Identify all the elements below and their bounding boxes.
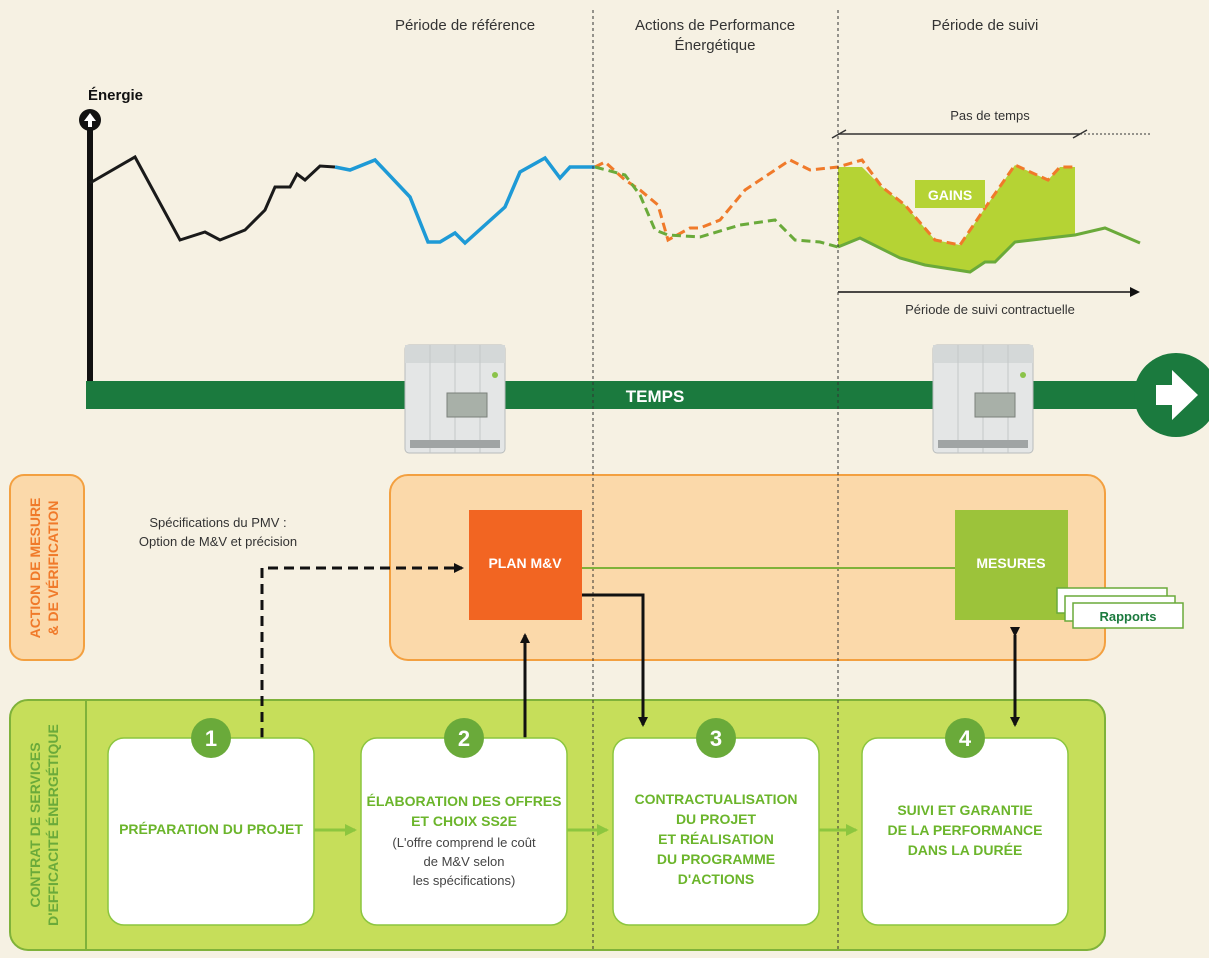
electricity-meter-icon xyxy=(932,344,1034,454)
step-2-note-line2: de M&V selon xyxy=(424,854,505,869)
step-3-number: 3 xyxy=(710,726,722,751)
step-4-title-line1: SUIVI ET GARANTIE xyxy=(897,802,1032,818)
step-3-title-line4: DU PROGRAMME xyxy=(657,851,775,867)
step-3-title-line2: DU PROJET xyxy=(676,811,757,827)
step-3-title-line3: ET RÉALISATION xyxy=(658,831,774,847)
pmv-spec-connector xyxy=(260,563,464,738)
gains-label: GAINS xyxy=(928,187,972,203)
pmv-spec-line2: Option de M&V et précision xyxy=(139,534,297,549)
step-2-title-line2: ET CHOIX SS2E xyxy=(411,813,517,829)
step-4-title-line2: DE LA PERFORMANCE xyxy=(887,822,1042,838)
mv-side-label-line2: & DE VÉRIFICATION xyxy=(45,500,61,635)
step-1-number-badge xyxy=(191,718,231,758)
step-1-title: PRÉPARATION DU PROJET xyxy=(119,821,303,837)
step-2-note-line1: (L'offre comprend le coût xyxy=(392,835,536,850)
step-3-number-badge xyxy=(696,718,736,758)
electricity-meter-icon xyxy=(404,344,506,454)
step-2-box xyxy=(360,737,568,926)
reports-label: Rapports xyxy=(1099,609,1156,624)
plan-to-step3-arrow xyxy=(582,593,648,727)
step-4-title-line3: DANS LA DURÉE xyxy=(908,842,1023,858)
step-4-number: 4 xyxy=(959,726,972,751)
actions-curve-green xyxy=(594,165,839,249)
step-3-title-line5: D'ACTIONS xyxy=(678,871,754,887)
gains-area xyxy=(838,165,1075,272)
step-2-number: 2 xyxy=(458,726,470,751)
actual-curve-green xyxy=(837,226,1141,274)
plan-mv-box xyxy=(469,510,582,620)
time-step-tick-left xyxy=(831,129,847,139)
reference-curve-blue xyxy=(334,155,595,246)
phase-actions-label-line1: Actions de Performance xyxy=(635,17,795,34)
step-2-note-line3: les spécifications) xyxy=(413,873,516,888)
baseline-curve-orange xyxy=(594,158,1075,247)
time-axis-label: TEMPS xyxy=(626,387,685,406)
step-2-number-badge xyxy=(444,718,484,758)
time-step-label: Pas de temps xyxy=(950,108,1030,123)
reference-curve-black xyxy=(89,154,336,242)
step-2-title-line1: ÉLABORATION DES OFFRES xyxy=(367,793,562,809)
arrow-right-icon xyxy=(1134,353,1209,437)
measures-label: MESURES xyxy=(976,555,1045,571)
measures-box xyxy=(955,510,1068,620)
pmv-spec-line1: Spécifications du PMV : xyxy=(149,515,286,530)
phase-actions-label-line2: Énergétique xyxy=(675,37,756,54)
energy-axis-label: Énergie xyxy=(88,87,143,104)
arrow-up-icon xyxy=(79,109,101,131)
step-4-number-badge xyxy=(945,718,985,758)
mv-side-panel xyxy=(9,474,85,661)
time-step-tick-right xyxy=(1072,129,1088,139)
step-1-number: 1 xyxy=(205,726,217,751)
contract-side-label-line1: CONTRAT DE SERVICES xyxy=(27,742,43,907)
phase-followup-label: Période de suivi xyxy=(932,17,1039,34)
mv-side-label-line1: ACTION DE MESURE xyxy=(27,498,43,639)
contract-period-label: Période de suivi contractuelle xyxy=(905,302,1075,317)
phase-reference-label: Période de référence xyxy=(395,17,535,34)
step-3-title-line1: CONTRACTUALISATION xyxy=(634,791,797,807)
reports-stack xyxy=(1056,587,1184,629)
gains-badge xyxy=(915,180,985,208)
contract-side-label-line2: D'EFFICACITÉ ÉNERGÉTIQUE xyxy=(45,724,61,926)
plan-mv-label: PLAN M&V xyxy=(488,555,562,571)
